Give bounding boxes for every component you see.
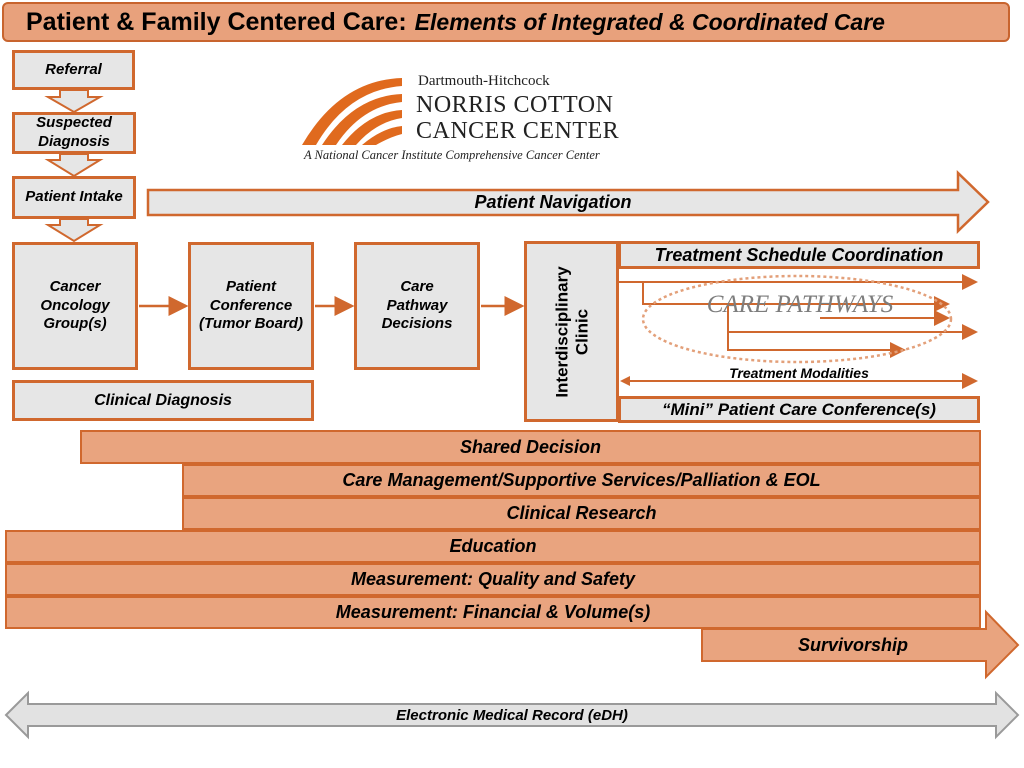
logo-line1: Dartmouth-Hitchcock: [418, 73, 550, 89]
down-arrow-icon: [44, 153, 104, 178]
interdisciplinary-clinic-label: Interdisciplinary Clinic: [552, 266, 592, 398]
page-title: Patient & Family Centered Care: Elements…: [2, 2, 1010, 42]
cancer-oncology-group-box: Cancer Oncology Group(s): [12, 242, 138, 370]
survivorship-label: Survivorship: [797, 634, 909, 655]
logo-tagline: A National Cancer Institute Comprehensiv…: [304, 148, 600, 162]
band-clinical-research: Clinical Research: [182, 497, 981, 530]
down-arrow-icon: [44, 89, 104, 114]
survivorship-arrow: [701, 609, 1020, 680]
logo-line2: NORRIS COTTON: [416, 92, 614, 118]
patient-navigation-arrow: [146, 170, 990, 234]
referral-box: Referral: [12, 50, 135, 90]
band-measurement-financial: Measurement: Financial & Volume(s): [5, 596, 981, 629]
logo-line3: CANCER CENTER: [416, 118, 620, 144]
treatment-schedule-box: Treatment Schedule Coordination: [618, 241, 980, 269]
band-care-management: Care Management/Supportive Services/Pall…: [182, 464, 981, 497]
patient-conference-box: Patient Conference (Tumor Board): [188, 242, 314, 370]
care-pathway-decisions-box: Care Pathway Decisions: [354, 242, 480, 370]
patient-intake-box: Patient Intake: [12, 176, 136, 219]
band-education: Education: [5, 530, 981, 563]
suspected-diagnosis-box: Suspected Diagnosis: [12, 112, 136, 154]
emr-arrow: [4, 690, 1020, 740]
interdisciplinary-clinic-box: Interdisciplinary Clinic: [524, 241, 619, 422]
patient-navigation-label: Patient Navigation: [474, 192, 632, 212]
band-measurement-quality: Measurement: Quality and Safety: [5, 563, 981, 596]
clinical-diagnosis-box: Clinical Diagnosis: [12, 380, 314, 421]
emr-label: Electronic Medical Record (eDH): [396, 706, 628, 724]
treatment-modalities-label: Treatment Modalities: [729, 365, 869, 381]
down-arrow-icon: [44, 218, 104, 243]
band-shared-decision: Shared Decision: [80, 430, 981, 464]
mini-conference-box: “Mini” Patient Care Conference(s): [618, 396, 980, 423]
logo-symbol-icon: [302, 78, 402, 145]
title-main: Patient & Family Centered Care:: [26, 7, 407, 36]
title-sub: Elements of Integrated & Coordinated Car…: [414, 8, 885, 35]
care-pathways-label: CARE PATHWAYS: [706, 291, 894, 318]
